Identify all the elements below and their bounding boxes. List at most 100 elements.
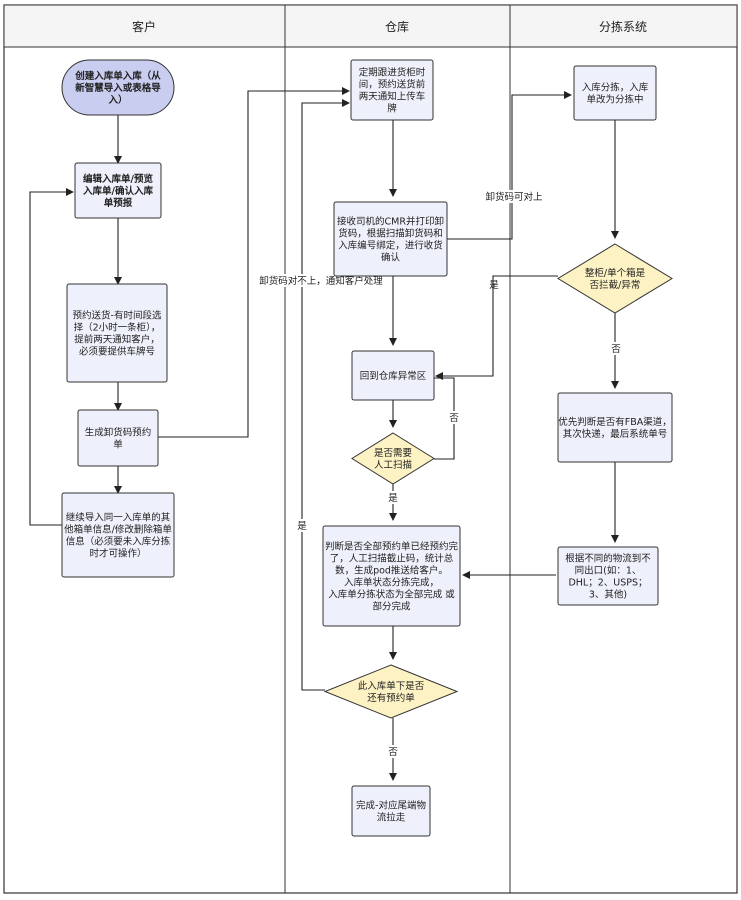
- flow-node-n15: 优先判断是否有FBA渠道，其次快递，最后系统单号: [557, 392, 673, 463]
- node-text-line: 入库单分拣状态为全部完成 或: [328, 589, 455, 601]
- node-text-line: 单: [113, 439, 123, 451]
- node-text-line: 根据不同的物流到不: [565, 553, 651, 565]
- start-terminal-shape: [61, 59, 175, 116]
- node-text-line: 流拉走: [377, 812, 406, 824]
- node-text-line: 判断是否全部预约单已经预约完: [325, 541, 459, 553]
- node-text-line: 两天通知上传车: [359, 91, 426, 103]
- node-text-line: 入）: [107, 94, 127, 106]
- node-text-line: 完成-对应尾端物: [356, 800, 426, 812]
- process-box-shape: [557, 546, 659, 606]
- edge-label-bg-unload-fail: [262, 274, 380, 287]
- edge-label-bg-intercept-no: [609, 342, 623, 355]
- node-text-line: 他箱单信息/修改删除箱单: [64, 524, 172, 536]
- edge-label-unload-fail: 卸货码对不上，通知客户处理: [259, 275, 383, 287]
- edge-label-manual-no: 否: [449, 413, 459, 424]
- flow-node-n10: 判断是否全部预约单已经预约完了，人工扫描截止码，统计总数，生成pod推送给客户。…: [322, 525, 461, 627]
- edge-label-more-no: 否: [388, 747, 398, 758]
- process-box-shape: [351, 350, 435, 401]
- node-text-line: 整柜/单个箱是: [585, 267, 646, 279]
- node-text-line: 牌: [387, 103, 397, 115]
- process-box-shape: [74, 162, 162, 219]
- process-box-shape: [77, 409, 159, 467]
- decision-diamond-shape: [351, 432, 435, 485]
- node-text-line: 接收司机的CMR并打印卸: [337, 216, 444, 228]
- edge-label-intercept-no: 否: [611, 344, 621, 355]
- edge-label-bg-manual-no: [447, 411, 461, 424]
- node-text-line: 其次快递，最后系统单号: [563, 428, 668, 440]
- edge-code-to-followup: [158, 87, 350, 438]
- node-text-line: 了，人工扫描截止码，统计总: [330, 553, 454, 565]
- node-text-line: 必须要提供车牌号: [79, 346, 155, 358]
- node-text-line: 还有预约单: [367, 692, 415, 704]
- node-text-line: 入库编号绑定，进行收货: [338, 240, 443, 252]
- edge-label-manual-yes: 是: [388, 493, 398, 504]
- edge-label-more-yes: 是: [297, 521, 307, 532]
- process-box-shape: [333, 201, 448, 277]
- process-box-shape: [557, 392, 673, 463]
- lane-title-customer: 客户: [132, 19, 156, 34]
- node-text-line: 单改为分拣中: [586, 94, 643, 106]
- node-text-line: 单预报: [104, 197, 133, 209]
- node-text-line: 是否需要: [374, 448, 412, 459]
- process-box-shape: [66, 283, 168, 383]
- edge-label-bg-unload-ok: [483, 190, 545, 203]
- decision-diamond-shape: [557, 243, 673, 314]
- node-text-line: 数，生成pod推送给客户。: [335, 565, 448, 577]
- edge-label-bg-manual-yes: [386, 491, 400, 504]
- process-box-shape: [322, 525, 461, 627]
- process-box-shape: [61, 492, 175, 578]
- node-text-line: 此入库单下是否: [358, 680, 425, 692]
- node-text-line: 人工扫描: [374, 459, 413, 471]
- decision-diamond-shape: [323, 664, 459, 719]
- node-text-line: 同出口(如：1、: [575, 565, 642, 577]
- node-text-line: 货码，根据扫描卸货码和: [338, 228, 443, 240]
- node-text-line: 部分完成: [372, 601, 411, 613]
- node-text-line: 优先判断是否有FBA渠道，: [558, 416, 671, 428]
- edge-receive-to-sort: [447, 91, 572, 240]
- node-text-line: 入库单/确认入库: [82, 185, 153, 197]
- edge-label-intercept-yes: 是: [489, 280, 499, 291]
- node-text-line: 择（2小时一条柜），: [74, 322, 161, 334]
- node-text-line: 生成卸货码预约: [85, 427, 152, 439]
- edge-more-yes-to-followup: [301, 99, 350, 691]
- node-text-line: 入库分拣，入库: [582, 82, 649, 94]
- node-text-line: 新智慧导入或表格导: [75, 82, 161, 94]
- process-box-shape: [351, 785, 431, 837]
- node-text-line: 间，预约送货前: [359, 79, 426, 91]
- process-box-shape: [350, 59, 434, 121]
- edge-label-bg-more-no: [386, 745, 400, 758]
- lane-header-band: [3, 4, 738, 48]
- flow-node-n8: 回到仓库异常区: [351, 350, 435, 401]
- edge-intercept-yes-to-exception: [435, 275, 558, 380]
- node-text-line: DHL；2、USPS；: [568, 578, 647, 589]
- lane-title-sorting: 分拣系统: [599, 19, 647, 34]
- node-text-line: 入库单状态分拣完成，: [344, 577, 439, 589]
- node-text-line: 3、其他): [589, 589, 627, 601]
- node-text-line: 创建入库单入库（从: [74, 70, 161, 82]
- process-box-shape: [573, 65, 657, 121]
- node-text-line: 时才可操作）: [89, 548, 146, 560]
- node-text-line: 编辑入库单/预览: [83, 173, 153, 185]
- lane-title-warehouse: 仓库: [385, 19, 409, 34]
- node-text-line: 否拦截/异常: [590, 279, 641, 291]
- node-text-line: 定期跟进货柜时: [359, 67, 426, 79]
- edge-label-bg-more-yes: [295, 519, 309, 532]
- node-text-line: 回到仓库异常区: [360, 370, 427, 382]
- edges: [29, 87, 619, 781]
